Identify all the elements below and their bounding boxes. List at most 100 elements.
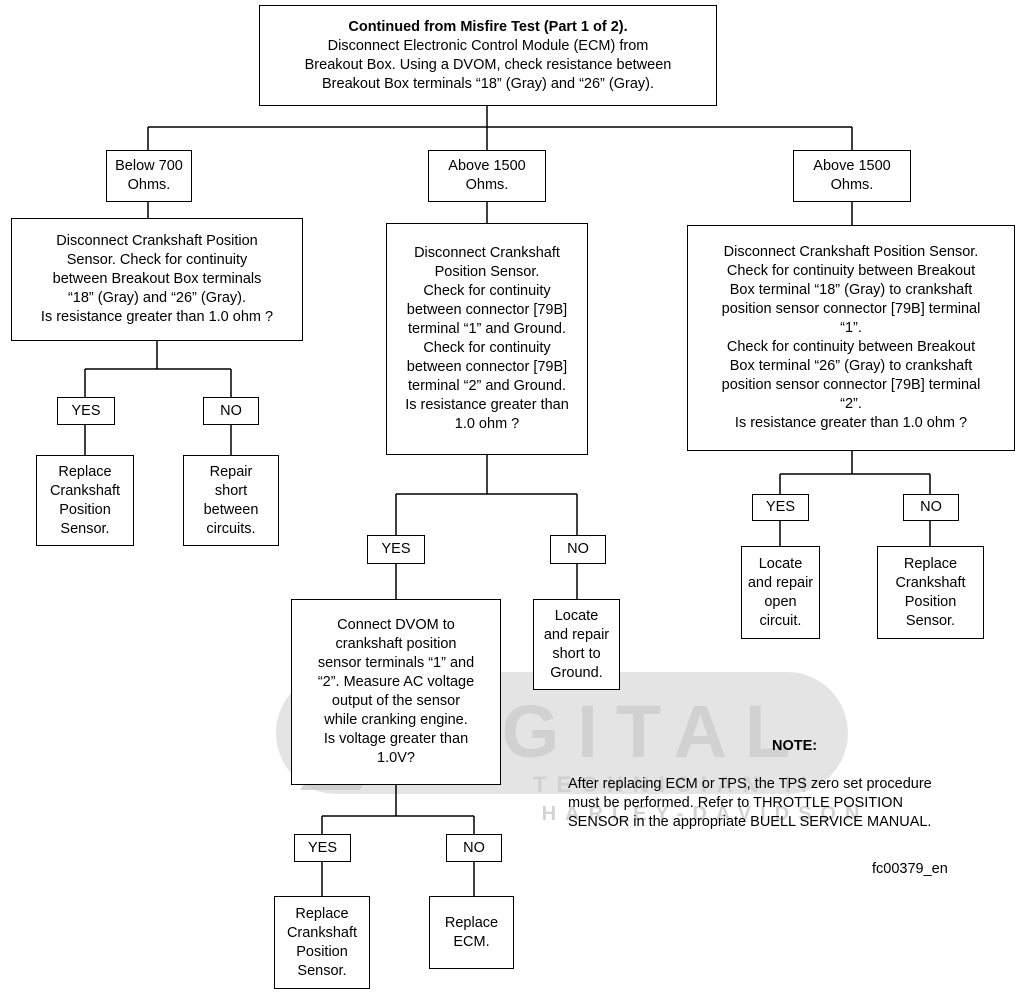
result-line: Replace bbox=[444, 914, 499, 931]
middle-yes2-result-box: Replace Crankshaft Position Sensor. bbox=[274, 896, 370, 989]
step-line: Connect DVOM to bbox=[337, 617, 455, 633]
step-line: between connector [79B] bbox=[406, 302, 568, 318]
step-line: Disconnect Crankshaft Position Sensor. bbox=[723, 244, 979, 260]
left-step-box: Disconnect Crankshaft Position Sensor. C… bbox=[11, 218, 303, 341]
result-line: Locate bbox=[758, 555, 803, 572]
step-line: between connector [79B] bbox=[406, 359, 568, 375]
right-condition-box: Above 1500 Ohms. bbox=[793, 150, 911, 202]
middle-yes2-box: YES bbox=[294, 834, 351, 862]
step-line: Box terminal “18” (Gray) to crankshaft bbox=[729, 282, 973, 298]
step-line: “18” (Gray) and “26” (Gray). bbox=[67, 290, 247, 306]
right-yes-result-box: Locate and repair open circuit. bbox=[741, 546, 820, 639]
step-line: output of the sensor bbox=[331, 693, 461, 709]
no-label: NO bbox=[920, 499, 942, 515]
middle-no-box: NO bbox=[550, 535, 606, 564]
condition-line: Ohms. bbox=[127, 177, 171, 193]
result-line: Position bbox=[904, 593, 957, 610]
result-line: Replace bbox=[295, 905, 349, 922]
step-line: Is resistance greater than 1.0 ohm ? bbox=[40, 309, 274, 325]
result-line: open bbox=[764, 593, 797, 610]
step-line: Is resistance greater than bbox=[405, 397, 569, 413]
middle-no2-box: NO bbox=[446, 834, 502, 862]
right-yes-box: YES bbox=[752, 494, 809, 521]
step-line: terminal “1” and Ground. bbox=[408, 321, 566, 337]
step-line: Check for continuity between Breakout bbox=[726, 263, 976, 279]
step-line: sensor terminals “1” and bbox=[317, 655, 475, 671]
step-line: 1.0 ohm ? bbox=[454, 416, 520, 432]
result-line: Position bbox=[296, 943, 348, 960]
step-line: terminal “2” and Ground. bbox=[408, 378, 566, 394]
result-line: short to bbox=[552, 645, 601, 662]
watermark-line3: HARLEY-DAVIDSON bbox=[542, 803, 869, 825]
start-step-line: Breakout Box. Using a DVOM, check resist… bbox=[304, 56, 672, 73]
start-step-line: Disconnect Electronic Control Module (EC… bbox=[327, 37, 649, 54]
left-yes-box: YES bbox=[57, 397, 115, 425]
step-line: position sensor connector [79B] terminal bbox=[721, 301, 981, 317]
step-line: Is voltage greater than bbox=[323, 731, 469, 747]
step-line: Box terminal “26” (Gray) to crankshaft bbox=[729, 358, 973, 374]
step-line: Check for continuity bbox=[423, 283, 551, 299]
condition-line: Ohms. bbox=[465, 177, 509, 193]
no-label: NO bbox=[220, 402, 242, 419]
result-line: Replace bbox=[58, 463, 112, 480]
condition-line: Below 700 bbox=[115, 158, 183, 174]
step-line: Check for continuity between Breakout bbox=[726, 339, 976, 355]
no-label: NO bbox=[463, 839, 485, 856]
step-line: Disconnect Crankshaft Position bbox=[56, 233, 258, 249]
right-step-box: Disconnect Crankshaft Position Sensor. C… bbox=[687, 225, 1015, 451]
result-line: circuit. bbox=[759, 612, 802, 629]
condition-line: Above 1500 bbox=[813, 158, 891, 174]
left-no-box: NO bbox=[203, 397, 259, 425]
note-line: must be performed. Refer to THROTTLE POS… bbox=[568, 795, 903, 811]
result-line: short bbox=[214, 482, 248, 499]
left-condition-box: Below 700 Ohms. bbox=[106, 150, 192, 202]
watermark-line2: TECHNICIAN II bbox=[533, 772, 817, 797]
step-line: crankshaft position bbox=[335, 636, 457, 652]
middle-no2-result-box: Replace ECM. bbox=[429, 896, 514, 969]
step-line: Disconnect Crankshaft bbox=[414, 245, 560, 261]
note-line: After replacing ECM or TPS, the TPS zero… bbox=[568, 776, 932, 792]
middle-condition-box: Above 1500 Ohms. bbox=[428, 150, 546, 202]
result-line: Sensor. bbox=[905, 612, 956, 629]
result-line: Sensor. bbox=[60, 520, 110, 537]
start-step-heading: Continued from Misfire Test (Part 1 of 2… bbox=[348, 18, 628, 35]
step-line: position sensor connector [79B] terminal bbox=[721, 377, 981, 393]
right-no-box: NO bbox=[903, 494, 959, 521]
result-line: ECM. bbox=[453, 933, 490, 950]
step-line: 1.0V? bbox=[377, 750, 415, 766]
middle-yes-box: YES bbox=[367, 535, 425, 564]
result-line: Replace bbox=[903, 555, 958, 572]
step-line: “2”. Measure AC voltage bbox=[317, 674, 475, 690]
note-line: SENSOR in the appropriate BUELL SERVICE … bbox=[568, 814, 932, 830]
result-line: between bbox=[203, 501, 259, 518]
condition-line: Above 1500 bbox=[448, 158, 526, 174]
middle-yes-step-box: Connect DVOM to crankshaft position sens… bbox=[291, 599, 501, 785]
result-line: Crankshaft bbox=[895, 574, 966, 591]
step-line: Sensor. Check for continuity bbox=[66, 252, 248, 268]
result-line: Ground. bbox=[550, 664, 603, 681]
start-step-line: Breakout Box terminals “18” (Gray) and “… bbox=[322, 75, 654, 92]
result-line: circuits. bbox=[206, 520, 256, 537]
right-no-result-box: Replace Crankshaft Position Sensor. bbox=[877, 546, 984, 639]
no-label: NO bbox=[567, 541, 589, 557]
result-line: and repair bbox=[543, 626, 610, 643]
yes-label: YES bbox=[765, 499, 795, 515]
step-line: between Breakout Box terminals bbox=[52, 271, 262, 287]
step-line: Check for continuity bbox=[423, 340, 551, 356]
middle-no-result-box: Locate and repair short to Ground. bbox=[533, 599, 620, 690]
left-yes-result-box: Replace Crankshaft Position Sensor. bbox=[36, 455, 134, 546]
left-no-result-box: Repair short between circuits. bbox=[183, 455, 279, 546]
start-step-box: Continued from Misfire Test (Part 1 of 2… bbox=[259, 5, 717, 106]
step-line: while cranking engine. bbox=[324, 712, 468, 728]
condition-line: Ohms. bbox=[830, 177, 874, 193]
yes-label: YES bbox=[307, 839, 337, 856]
note-title: NOTE: bbox=[772, 738, 818, 754]
middle-step-box: Disconnect Crankshaft Position Sensor. C… bbox=[386, 223, 588, 455]
step-line: Position Sensor. bbox=[434, 264, 540, 280]
result-line: Repair bbox=[209, 463, 253, 480]
yes-label: YES bbox=[381, 541, 411, 557]
result-line: Sensor. bbox=[297, 962, 347, 979]
figure-id: fc00379_en bbox=[872, 861, 948, 877]
